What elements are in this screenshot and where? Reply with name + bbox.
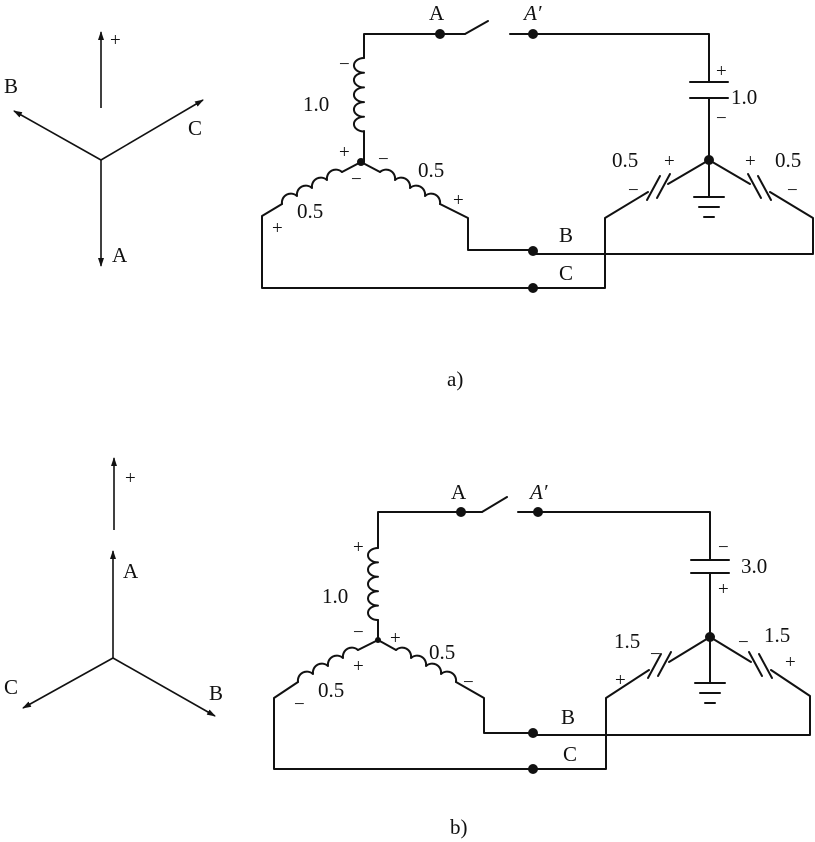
switch-label-a: A (429, 1, 445, 25)
load-cap-right-value: 0.5 (775, 148, 801, 172)
sign-label: − (738, 632, 749, 653)
diagram-a: + A B C A A′ (4, 1, 814, 391)
switch-label-a-prime: A′ (522, 1, 542, 25)
switch-label-a: A (451, 480, 467, 504)
phasor-b-arrow (13, 110, 102, 161)
sign-label: + (785, 652, 796, 673)
capacitor-plate (757, 175, 772, 201)
sign-label: + (615, 670, 626, 691)
capacitor-plate (748, 651, 763, 677)
capacitor-plate (647, 653, 662, 679)
capacitor-plate (657, 651, 672, 677)
bus-c-label: C (563, 742, 577, 766)
sign-label: − (628, 180, 639, 201)
phasor-plus-label: + (110, 30, 121, 51)
sign-label: + (339, 142, 350, 163)
inductor-phase-a (352, 57, 365, 133)
diagram-b: + A C B A A′ (4, 457, 811, 839)
load-cap-a-value: 3.0 (741, 554, 767, 578)
load-cap-left-value: 0.5 (612, 148, 638, 172)
load-cap-right-value: 1.5 (764, 623, 790, 647)
sign-label: + (745, 151, 756, 172)
inductor-phase-b (379, 168, 442, 205)
load-wye-a (528, 33, 814, 293)
inductor-phase-c (280, 168, 343, 205)
phasor-diagram-b: + A C B (4, 457, 223, 717)
phasor-a-label: A (112, 243, 128, 267)
inductor-a-value: 1.0 (322, 584, 348, 608)
switch-blade (481, 496, 508, 513)
sign-label: + (664, 151, 675, 172)
switch-a: A A′ (429, 1, 542, 39)
phasor-plus-label: + (125, 468, 136, 489)
bus-b-label: B (561, 705, 575, 729)
sign-label: − (294, 694, 305, 715)
phasor-b-label: B (4, 74, 18, 98)
bus-c-label: C (559, 261, 573, 285)
phasor-a-label: A (123, 559, 139, 583)
switch-blade (464, 20, 489, 35)
inductor-c-value: 0.5 (297, 199, 323, 223)
sign-label: + (718, 579, 729, 600)
sign-label: + (272, 218, 283, 239)
phasor-c-label: C (4, 675, 18, 699)
inductor-phase-c (296, 646, 359, 683)
sign-label: − (378, 149, 389, 170)
sign-label: − (787, 180, 798, 201)
capacitor-plate (656, 173, 671, 199)
sign-label: − (650, 644, 661, 665)
inductor-phase-a (367, 547, 379, 621)
wire-top-left (363, 33, 441, 59)
sign-label: − (353, 622, 364, 643)
load-cap-left-value: 1.5 (614, 629, 640, 653)
generator-star-a (261, 33, 534, 289)
switch-b: A A′ (451, 480, 548, 517)
phasor-b-arrow (112, 657, 216, 717)
phasor-diagram-a: + A B C (4, 30, 204, 267)
inductor-b-value: 0.5 (418, 158, 444, 182)
phasor-b-label: B (209, 681, 223, 705)
caption-b: b) (450, 815, 468, 839)
sign-label: + (453, 190, 464, 211)
inductor-phase-b (395, 646, 458, 683)
load-cap-a-value: 1.0 (731, 85, 757, 109)
inductor-a-value: 1.0 (303, 92, 329, 116)
inductor-b-value: 0.5 (429, 640, 455, 664)
bus-b-node (528, 728, 538, 738)
capacitor-plate (747, 173, 762, 199)
bus-b-label: B (559, 223, 573, 247)
sign-label: − (351, 169, 362, 190)
sign-label: − (716, 108, 727, 129)
phasor-c-label: C (188, 116, 202, 140)
caption-a: a) (447, 367, 463, 391)
phasor-c-arrow (100, 99, 204, 161)
load-wye-b (528, 511, 811, 774)
switch-label-a-prime: A′ (528, 480, 548, 504)
capacitor-plate (646, 175, 661, 201)
bus-b-node (528, 246, 538, 256)
sign-label: − (339, 54, 350, 75)
generator-star-b (273, 511, 534, 770)
sign-label: + (353, 656, 364, 677)
sign-label: + (390, 628, 401, 649)
sign-label: + (716, 61, 727, 82)
sign-label: − (463, 672, 474, 693)
sign-label: − (718, 537, 729, 558)
capacitor-plate (758, 653, 773, 679)
sign-label: + (353, 537, 364, 558)
inductor-c-value: 0.5 (318, 678, 344, 702)
phasor-c-arrow (22, 657, 114, 709)
bus-c-node (528, 283, 538, 293)
bus-c-node (528, 764, 538, 774)
